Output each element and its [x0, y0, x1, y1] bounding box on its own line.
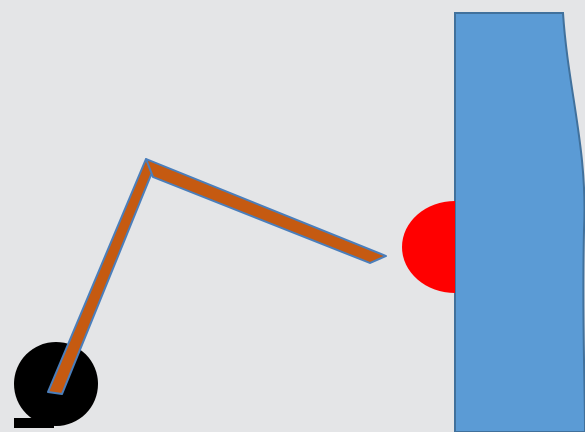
- forearm-link: [145, 158, 387, 264]
- upper-arm-link: [47, 158, 154, 395]
- target-marker: [402, 201, 455, 293]
- wall: [454, 12, 585, 432]
